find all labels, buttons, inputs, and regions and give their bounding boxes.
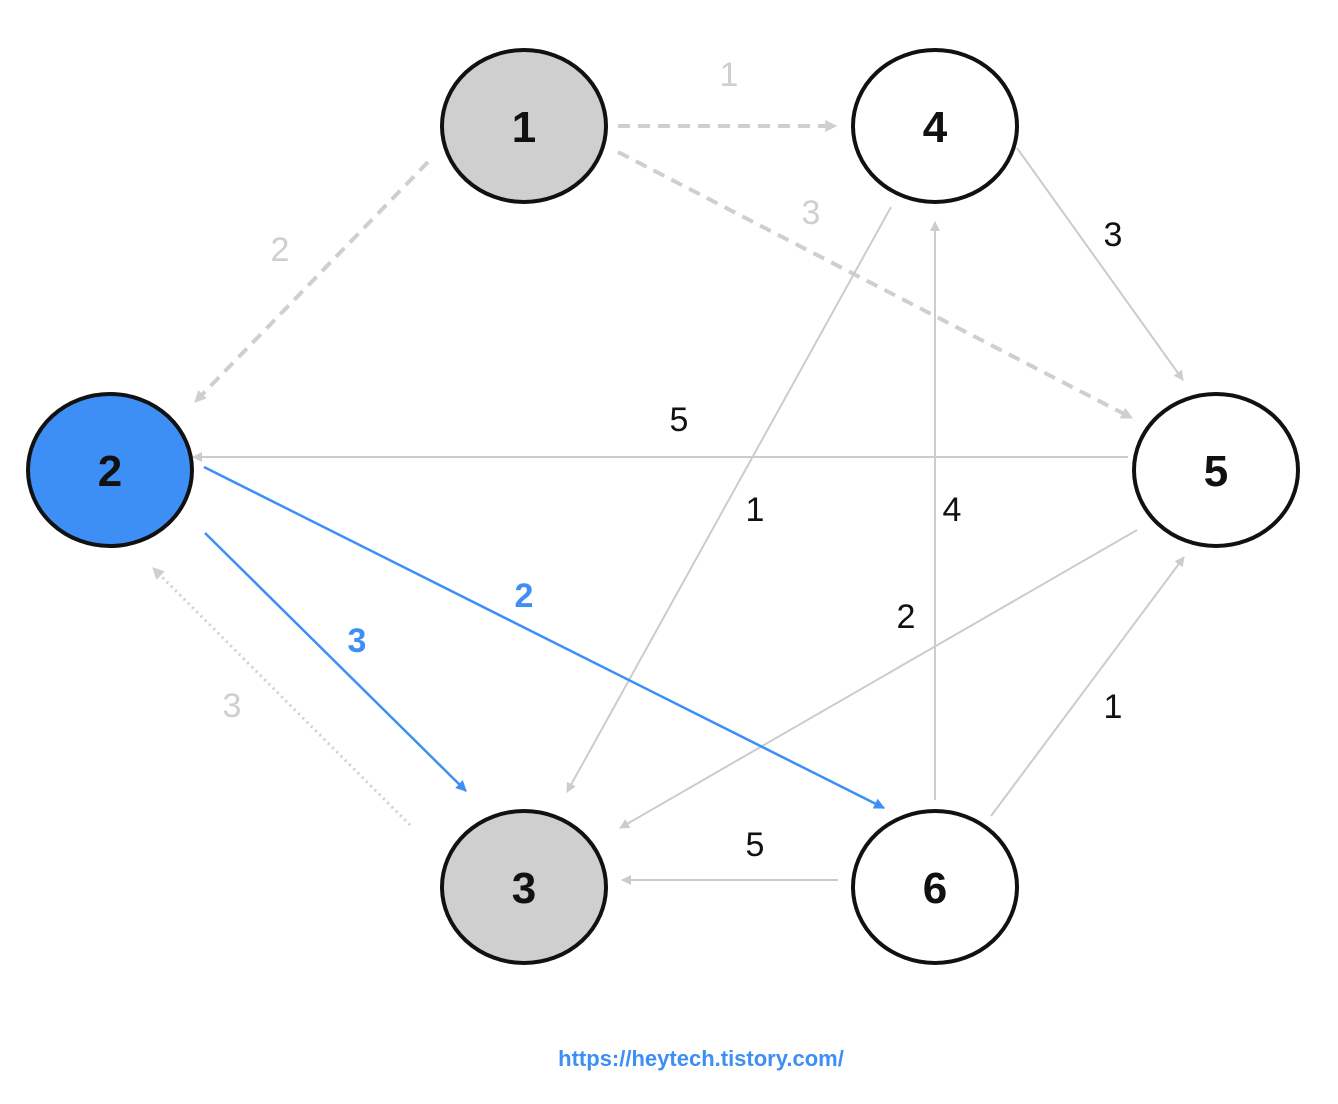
node-2: 2 (26, 392, 194, 548)
edge-3-2 (151, 566, 412, 827)
credit-link[interactable]: https://heytech.tistory.com/ (558, 1046, 844, 1071)
edge-4-3 (566, 206, 892, 793)
edge-weight-6-3: 5 (746, 826, 765, 864)
edge-weight-5-3: 2 (897, 598, 916, 636)
edge-6-5 (990, 556, 1185, 817)
edge-1-2 (193, 160, 430, 404)
node-6-label: 6 (923, 864, 947, 913)
node-5: 5 (1132, 392, 1300, 548)
edge-weight-4-3: 1 (746, 491, 765, 529)
node-3-label: 3 (512, 864, 536, 913)
edge-weight-2-6: 2 (515, 577, 534, 615)
node-5-label: 5 (1204, 447, 1228, 496)
node-1: 1 (440, 48, 608, 204)
edge-weight-5-2: 5 (670, 401, 689, 439)
edge-weight-4-5: 3 (1104, 216, 1123, 254)
node-4: 4 (851, 48, 1019, 204)
edge-weight-2-3: 3 (348, 622, 367, 660)
edge-weight-1-2: 2 (271, 231, 290, 269)
edge-4-5 (1016, 147, 1184, 381)
node-1-label: 1 (512, 103, 536, 152)
edge-weight-1-4: 1 (720, 56, 739, 94)
node-4-label: 4 (923, 103, 948, 152)
edge-weight-6-4: 4 (943, 491, 962, 529)
node-6: 6 (851, 809, 1019, 965)
edge-weight-6-5: 1 (1104, 688, 1123, 726)
edge-weight-3-2: 3 (223, 687, 242, 725)
edge-weight-1-5: 3 (802, 194, 821, 232)
node-3: 3 (440, 809, 608, 965)
edge-1-5 (617, 150, 1134, 420)
node-2-label: 2 (98, 447, 122, 496)
edge-5-3 (619, 529, 1138, 829)
edge-2-6 (203, 465, 885, 810)
edge-2-3 (204, 532, 467, 792)
